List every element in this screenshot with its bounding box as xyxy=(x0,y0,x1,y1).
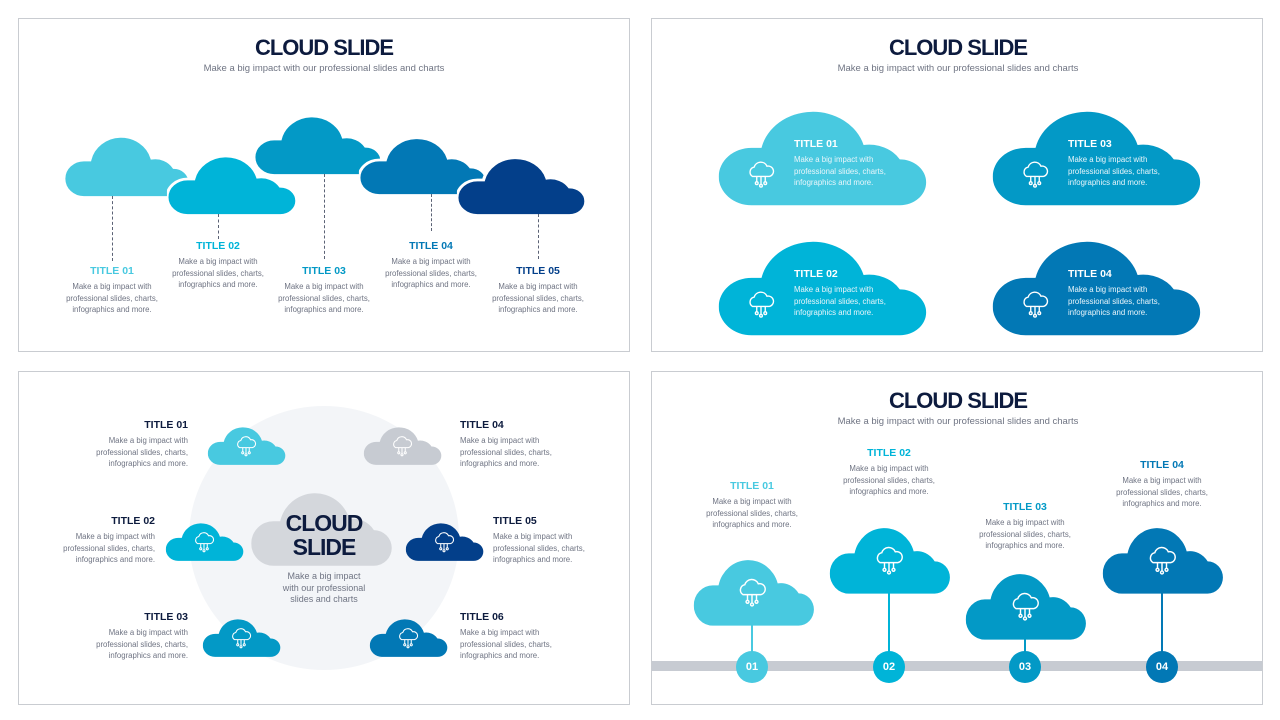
slide-title: CLOUD SLIDE xyxy=(888,35,1028,60)
item-description: Make a big impact with professional slid… xyxy=(1068,155,1160,187)
laptop-upload-icon xyxy=(431,528,457,554)
item-title: TITLE 05 xyxy=(516,265,560,277)
slide-timeline-clouds: CLOUD SLIDE Make a big impact with our pr… xyxy=(18,18,630,352)
item-title: TITLE 02 xyxy=(111,515,155,527)
item-description: Make a big impact with professional slid… xyxy=(706,497,798,529)
slide-title: CLOUD SLIDE xyxy=(254,35,394,60)
item-title: TITLE 03 xyxy=(1068,138,1112,150)
item-title: TITLE 04 xyxy=(409,240,453,252)
slide-cloud-grid: CLOUD SLIDE Make a big impact with our pr… xyxy=(651,18,1263,352)
cloud-database-icon xyxy=(1144,541,1180,577)
item-title: TITLE 01 xyxy=(794,138,838,150)
slide-subtitle: Make a big impact with our professional … xyxy=(837,63,1079,74)
item-description: Make a big impact with professional slid… xyxy=(96,436,188,468)
center-title-line1: CLOUD xyxy=(285,510,364,536)
slide-subtitle: Make a big impact with our professional … xyxy=(837,416,1079,427)
slide-cloud-timeline: CLOUD SLIDE Make a big impact with our pr… xyxy=(651,371,1263,705)
dashed-connector xyxy=(431,194,432,231)
item-title: TITLE 06 xyxy=(460,611,504,623)
cloud-network-icon xyxy=(871,541,907,577)
tree-circuit-icon xyxy=(1007,587,1043,623)
item-description: Make a big impact with professional slid… xyxy=(66,282,158,314)
item-description: Make a big impact with professional slid… xyxy=(492,282,584,314)
item-title: TITLE 02 xyxy=(196,240,240,252)
cloud-gear-icon xyxy=(1018,156,1052,190)
item-description: Make a big impact with professional slid… xyxy=(794,285,886,317)
center-title-line2: SLIDE xyxy=(292,534,357,560)
item-description: Make a big impact with professional slid… xyxy=(794,155,886,187)
item-description: Make a big impact with professional slid… xyxy=(1116,476,1208,508)
item-title: TITLE 03 xyxy=(144,611,188,623)
timeline-stem xyxy=(751,609,753,667)
item-title: TITLE 04 xyxy=(1068,268,1112,280)
item-description: Make a big impact with professional slid… xyxy=(63,532,155,564)
item-title: TITLE 01 xyxy=(144,419,188,431)
item-description: Make a big impact with professional slid… xyxy=(460,628,552,660)
item-description: Make a big impact with professional slid… xyxy=(1068,285,1160,317)
dashed-connector xyxy=(218,214,219,239)
item-description: Make a big impact with professional slid… xyxy=(278,282,370,314)
item-title: TITLE 01 xyxy=(90,265,134,277)
item-title: TITLE 03 xyxy=(1003,501,1047,513)
item-title: TITLE 03 xyxy=(302,265,346,277)
item-description: Make a big impact with professional slid… xyxy=(385,257,477,289)
item-description: Make a big impact with professional slid… xyxy=(843,464,935,496)
item-description: Make a big impact with professional slid… xyxy=(172,257,264,289)
globe-icon xyxy=(395,624,421,650)
timeline-stem xyxy=(1161,577,1163,667)
item-description: Make a big impact with professional slid… xyxy=(460,436,552,468)
cloud-dots-icon xyxy=(734,573,770,609)
timeline-stem xyxy=(1024,623,1026,667)
timeline-stem xyxy=(888,577,890,667)
item-description: Make a big impact with professional slid… xyxy=(979,518,1071,550)
globe-network-icon xyxy=(389,432,415,458)
dashed-connector xyxy=(538,214,539,259)
item-description: Make a big impact with professional slid… xyxy=(96,628,188,660)
cloud-circuit-icon xyxy=(744,286,778,320)
timeline-step-number: 04 xyxy=(1146,651,1178,683)
cloud-settings-icon xyxy=(1018,286,1052,320)
item-title: TITLE 02 xyxy=(867,447,911,459)
item-title: TITLE 04 xyxy=(460,419,504,431)
item-title: TITLE 02 xyxy=(794,268,838,280)
item-description: Make a big impact with professional slid… xyxy=(493,532,585,564)
timeline-step-number: 01 xyxy=(736,651,768,683)
item-title: TITLE 04 xyxy=(1140,459,1184,471)
monitor-cloud-icon xyxy=(228,624,254,650)
laptop-server-icon xyxy=(233,432,259,458)
center-subtitle: Make a big impact with our professional … xyxy=(282,571,366,604)
timeline-step-number: 02 xyxy=(873,651,905,683)
timeline-bar xyxy=(652,661,1262,671)
cloud-5 xyxy=(454,148,587,214)
item-title: TITLE 01 xyxy=(730,480,774,492)
slide-title: CLOUD SLIDE xyxy=(888,388,1028,413)
dashed-connector xyxy=(324,174,325,259)
timeline-step-number: 03 xyxy=(1009,651,1041,683)
cloud-network-icon xyxy=(744,156,778,190)
network-globe-icon xyxy=(191,528,217,554)
item-title: TITLE 05 xyxy=(493,515,537,527)
dashed-connector xyxy=(112,196,113,261)
slide-subtitle: Make a big impact with our professional … xyxy=(203,63,445,74)
